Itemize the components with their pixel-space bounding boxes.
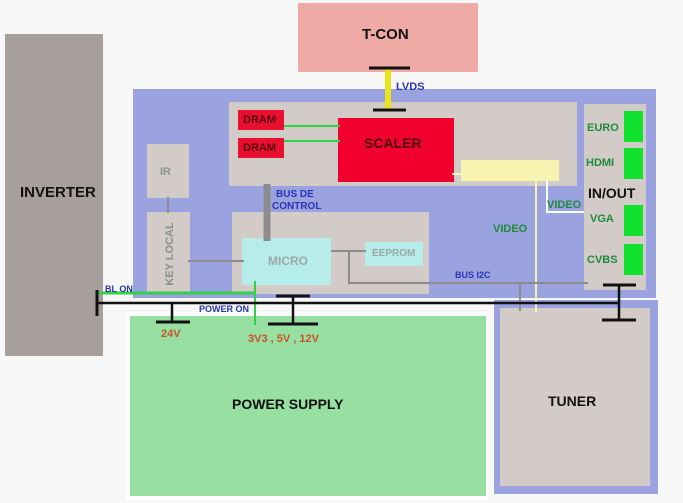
- port-vga-connector[interactable]: [624, 205, 643, 236]
- port-cvbs-label: CVBS: [587, 254, 618, 266]
- scaler-block[interactable]: [338, 118, 454, 182]
- port-hdmi-label: HDMI: [586, 157, 615, 169]
- bl-on-label: BL ON: [105, 284, 133, 294]
- multi-rail-label: 3V3 , 5V , 12V: [248, 333, 319, 345]
- bus-control-label-2: CONTROL: [272, 201, 322, 212]
- tcon-block[interactable]: [298, 3, 478, 72]
- tuner-block[interactable]: [500, 308, 650, 486]
- port-euro-label: EURO: [587, 122, 619, 134]
- micro-block[interactable]: [242, 238, 331, 285]
- power-on-label: POWER ON: [199, 304, 250, 314]
- inverter-block[interactable]: [5, 34, 103, 356]
- dram-block-1[interactable]: [238, 110, 284, 130]
- dram-label-1: DRAM: [243, 114, 276, 126]
- video-decoder-block[interactable]: [461, 160, 559, 181]
- tcon-label: T-CON: [362, 26, 409, 43]
- ir-label: IR: [160, 166, 171, 178]
- lvds-label: LVDS: [396, 81, 425, 93]
- dram-label-2: DRAM: [243, 142, 276, 154]
- port-hdmi-connector[interactable]: [624, 148, 643, 179]
- inverter-label: INVERTER: [20, 184, 96, 201]
- eeprom-label: EEPROM: [372, 248, 416, 259]
- bus-i2c-label: BUS I2C: [455, 270, 491, 280]
- video-to-inout-wire: [546, 180, 584, 213]
- video-label-tuner: VIDEO: [493, 223, 528, 235]
- inout-label: IN/OUT: [588, 185, 636, 201]
- key-local-block[interactable]: [147, 212, 190, 294]
- eeprom-block[interactable]: [365, 242, 423, 266]
- power-supply-block[interactable]: [130, 316, 486, 496]
- tuner-label: TUNER: [548, 393, 597, 409]
- micro-label: MICRO: [268, 254, 308, 268]
- dram-block-2[interactable]: [238, 138, 284, 158]
- 24v-label: 24V: [161, 328, 181, 340]
- port-euro-connector[interactable]: [624, 111, 643, 142]
- video-label-inout: VIDEO: [547, 199, 582, 211]
- scaler-label: SCALER: [364, 135, 422, 151]
- power-supply-label: POWER SUPPLY: [232, 396, 344, 412]
- bus-control-label-1: BUS DE: [276, 189, 314, 200]
- port-cvbs-connector[interactable]: [624, 244, 643, 275]
- i2c-bus-wire: [348, 251, 588, 284]
- port-vga-label: VGA: [590, 213, 614, 225]
- ir-block[interactable]: [147, 144, 189, 198]
